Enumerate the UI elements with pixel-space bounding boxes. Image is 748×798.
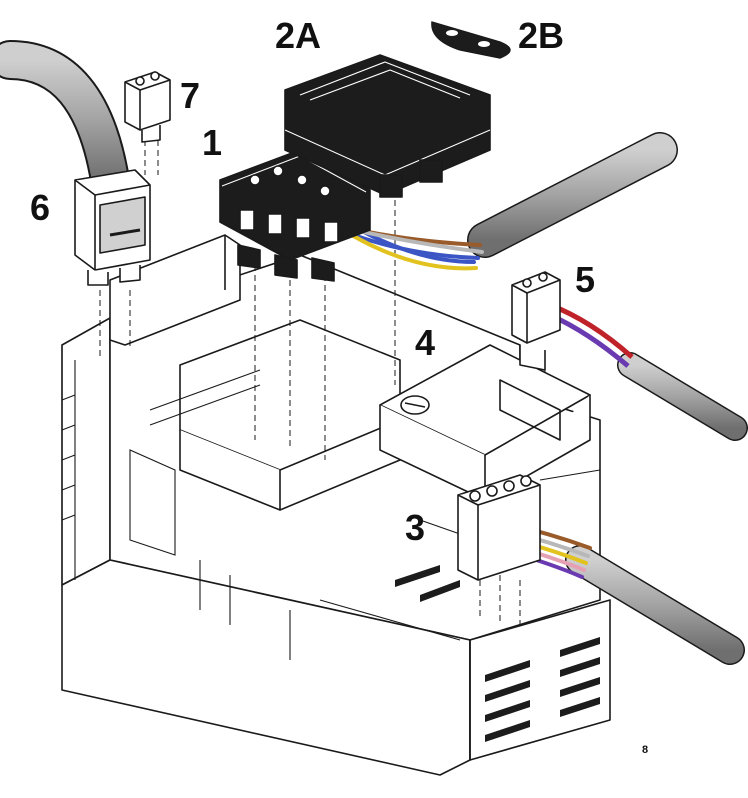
part-5-connector — [511, 271, 561, 371]
part-6-plug — [74, 169, 151, 286]
label-part-2a: 2A — [275, 15, 322, 56]
part-2a-cover — [284, 54, 491, 198]
label-part-6: 6 — [30, 187, 51, 228]
part-6-cable — [0, 40, 130, 200]
label-part-1: 1 — [202, 122, 223, 163]
alignment-lines — [99, 140, 546, 630]
part-3-connector — [457, 474, 541, 581]
base-details — [61, 345, 601, 660]
vent-slots — [395, 565, 600, 742]
label-part-7: 7 — [180, 75, 201, 116]
part-1-cable — [278, 132, 678, 271]
part-7-connector — [124, 71, 171, 143]
page-mark: 8 — [642, 744, 649, 756]
label-part-5: 5 — [575, 259, 596, 300]
part-4-module — [379, 344, 591, 501]
label-part-2b: 2B — [518, 15, 565, 56]
label-part-4: 4 — [415, 322, 436, 363]
part-2b-strip — [431, 21, 511, 59]
label-part-3: 3 — [405, 507, 426, 548]
